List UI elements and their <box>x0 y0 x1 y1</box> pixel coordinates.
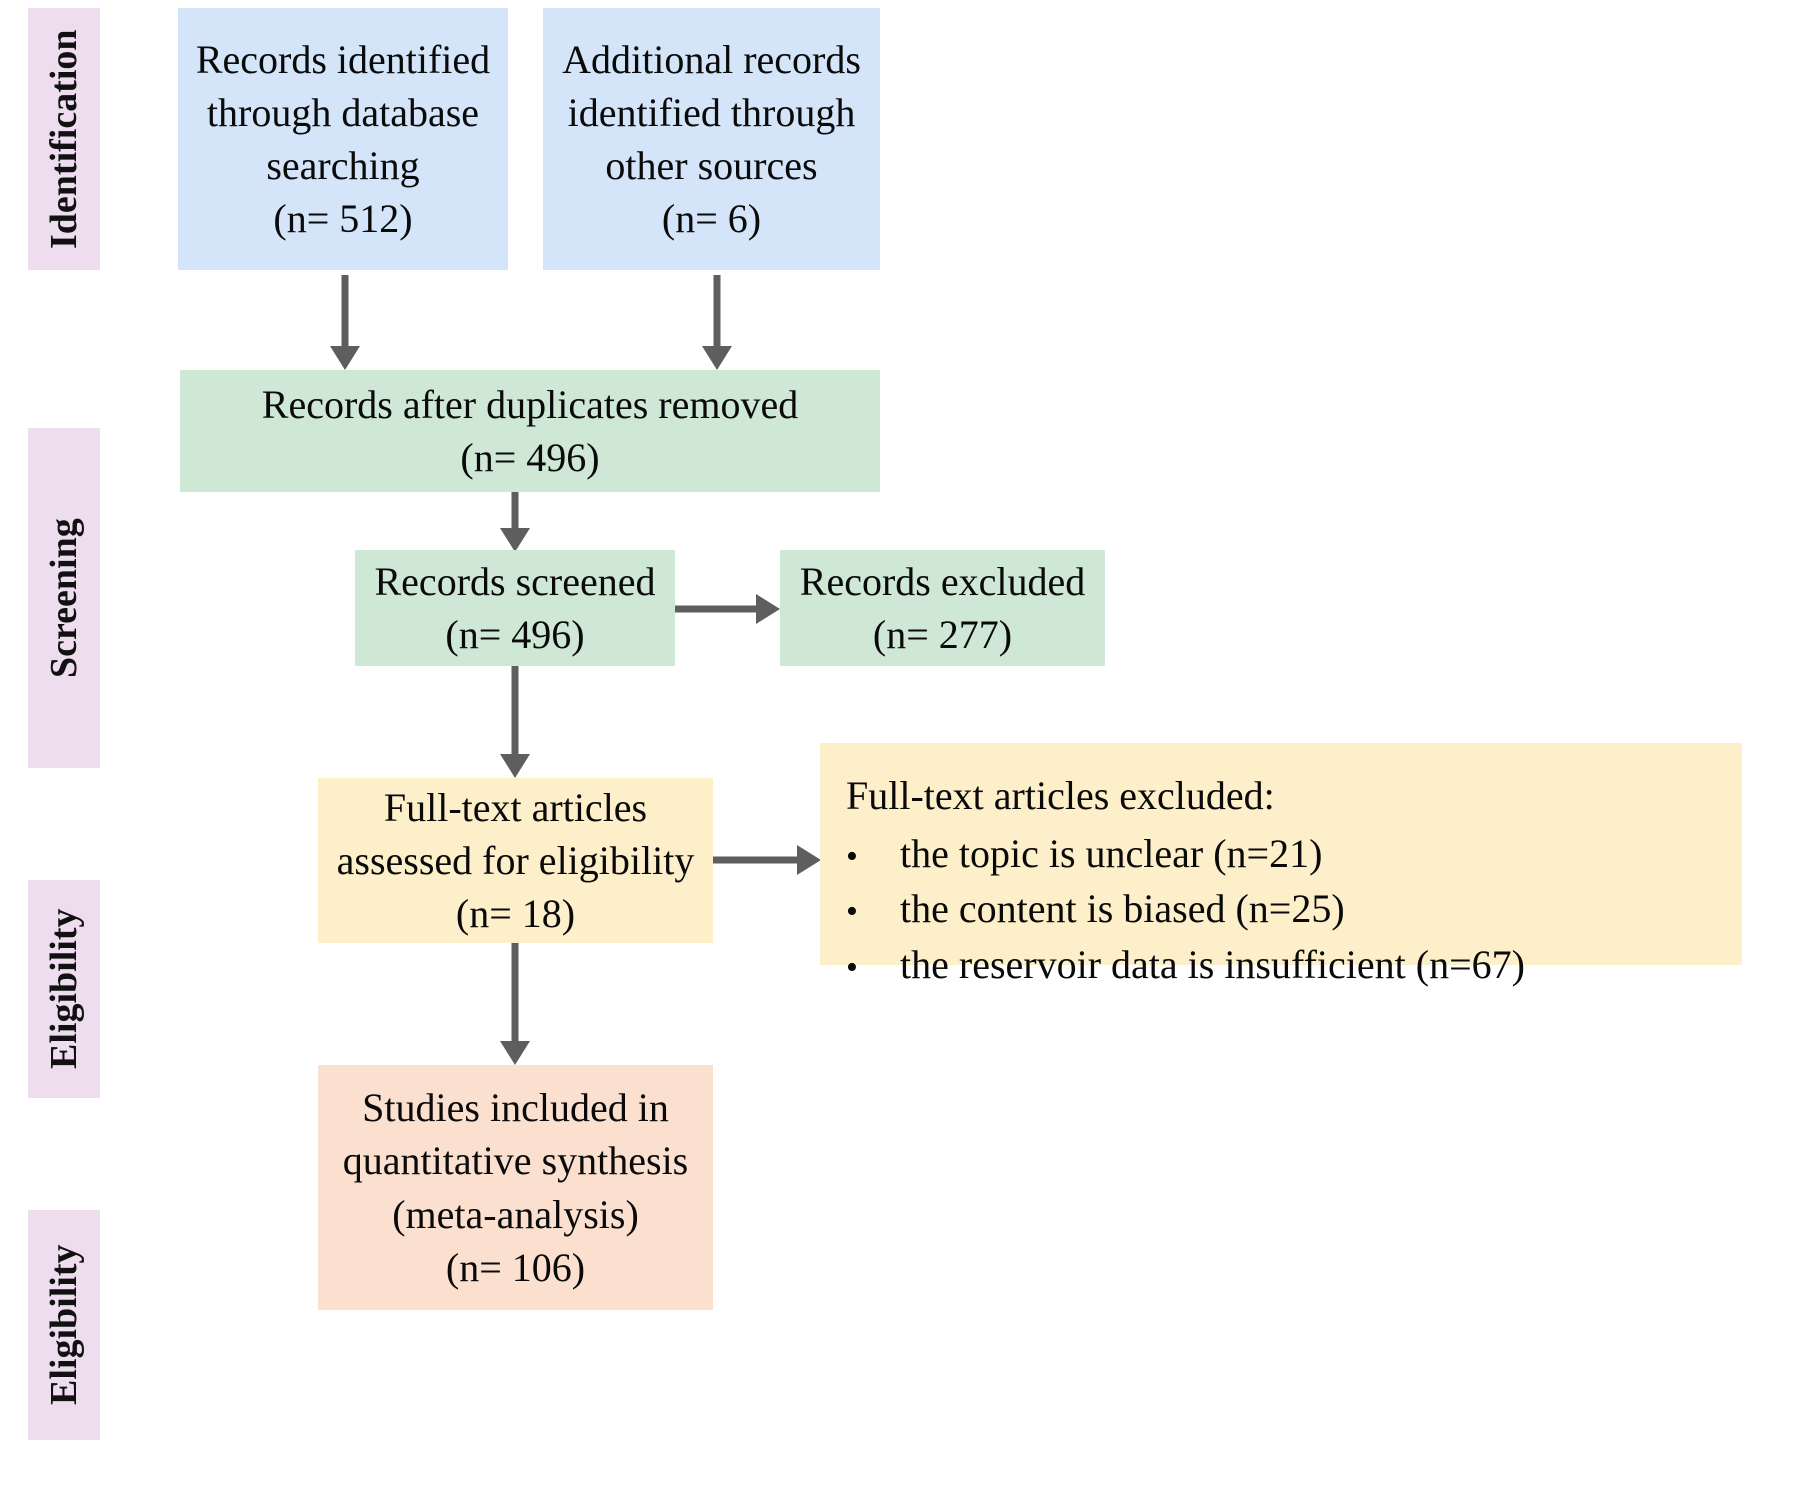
box-line: (n= 6) <box>661 196 762 242</box>
arrow-fulltext-to-excluded-list <box>713 843 821 877</box>
box-line: (n= 106) <box>445 1244 586 1290</box>
exclusion-list-item: • the reservoir data is insufficient (n=… <box>846 937 1525 992</box>
exclusion-list-item: • the topic is unclear (n=21) <box>846 826 1322 881</box>
box-line: other sources <box>605 143 818 188</box>
box-line: (n= 496) <box>445 612 585 657</box>
box-line: assessed for eligibility <box>336 837 695 883</box>
box-line: Records excluded <box>799 558 1086 604</box>
box-line: (n= 512) <box>273 196 413 242</box>
box-line: (n= 496) <box>460 435 600 480</box>
exclusion-list-item-text: the topic is unclear (n=21) <box>900 831 1323 877</box>
phase-label-eligibility-included: Eligibility <box>28 1210 100 1440</box>
box-studies-included-quantitative-synthesis: Studies included in quantitative synthes… <box>318 1065 713 1310</box>
exclusion-list-item-text: the content is biased (n=25) <box>900 886 1345 932</box>
exclusion-list-item-text: the reservoir data is insufficient (n=67… <box>900 941 1525 987</box>
arrow-other-sources-to-duplicates <box>700 275 734 370</box>
box-line: Records screened <box>374 558 656 604</box>
box-line: through database <box>206 89 480 135</box>
box-line: (meta-analysis) <box>392 1191 639 1237</box>
box-records-screened: Records screened (n= 496) <box>355 550 675 666</box>
phase-label-identification: Identification <box>28 8 100 270</box>
arrow-database-to-duplicates <box>328 275 362 370</box>
box-additional-records-other-sources: Additional records identified through ot… <box>543 8 880 270</box>
bullet-icon: • <box>846 838 858 876</box>
arrow-screened-to-excluded <box>675 592 780 626</box>
arrow-screened-to-fulltext <box>498 666 532 778</box>
box-line: Full-text articles <box>383 784 648 830</box>
box-records-excluded: Records excluded (n= 277) <box>780 550 1105 666</box>
box-line: Additional records <box>562 36 861 82</box>
arrow-duplicates-to-screened <box>498 492 532 552</box>
box-line: Records identified <box>195 36 491 82</box>
box-fulltext-articles-excluded: Full-text articles excluded: • the topic… <box>820 743 1742 987</box>
box-line: Records after duplicates removed <box>261 381 799 427</box>
phase-label-screening: Screening <box>28 428 100 768</box>
phase-label-eligibility: Eligibility <box>28 880 100 1098</box>
bullet-icon: • <box>846 893 858 931</box>
box-fulltext-assessed-eligibility: Full-text articles assessed for eligibil… <box>318 778 713 943</box>
box-line: (n= 18) <box>455 891 576 937</box>
exclusion-list-heading: Full-text articles excluded: <box>846 773 1275 818</box>
arrow-fulltext-to-included <box>498 943 532 1065</box>
box-records-after-duplicates-removed: Records after duplicates removed (n= 496… <box>180 370 880 492</box>
bullet-icon: • <box>846 948 858 986</box>
box-line: (n= 277) <box>872 612 1013 657</box>
exclusion-list-item: • the content is biased (n=25) <box>846 881 1345 936</box>
box-records-identified-database: Records identified through database sear… <box>178 8 508 270</box>
box-line: searching <box>266 143 420 188</box>
box-line: identified through <box>567 89 856 135</box>
box-line: quantitative synthesis <box>342 1138 689 1184</box>
box-line: Studies included in <box>362 1085 669 1131</box>
